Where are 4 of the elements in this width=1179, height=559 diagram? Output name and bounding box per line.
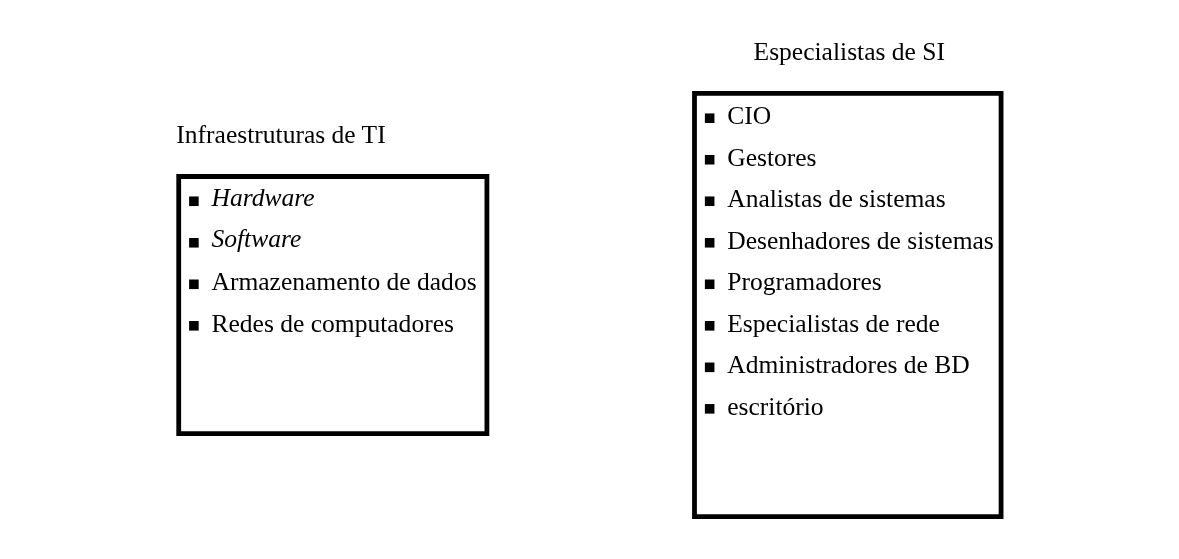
node-box: CIO Gestores Analistas de sistemas Desenhadores de sistemas Programadores Especialistas de rede Administradores de BD escritório xyxy=(692,91,1004,520)
node-label: Infraestruturas de TI xyxy=(176,120,386,150)
node-box: Hardware Software Armazenamento de dados Redes de computadores xyxy=(176,174,490,436)
node-label: Especialistas de SI xyxy=(753,37,946,67)
